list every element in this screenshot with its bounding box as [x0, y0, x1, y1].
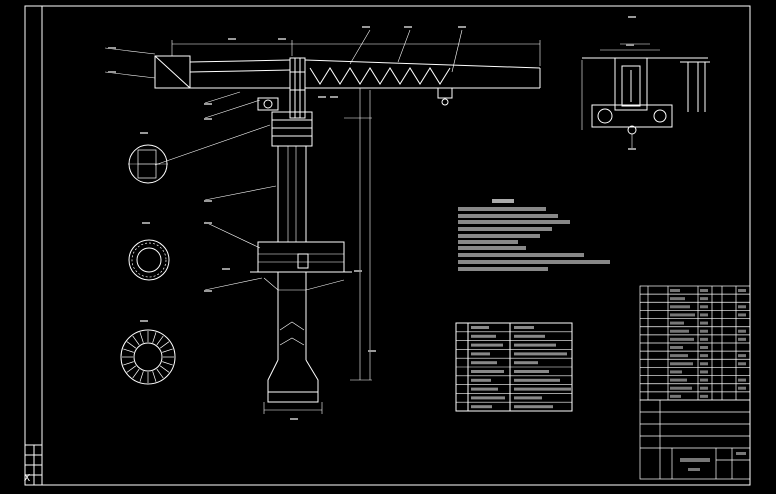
ring-section-view	[128, 239, 170, 281]
trolley-detail-view	[581, 43, 710, 150]
parameter-table	[455, 322, 573, 412]
dimension-labels	[108, 16, 636, 420]
base-section-view	[120, 329, 176, 385]
slewing-detail-view	[128, 144, 168, 184]
parts-list-table	[639, 285, 751, 401]
technical-notes-block	[458, 199, 610, 271]
ucs-icon: X	[24, 474, 30, 484]
ucs-icon-label: X	[24, 473, 31, 484]
title-block	[639, 399, 751, 480]
crane-elevation-view	[104, 29, 541, 414]
drawing-border	[24, 5, 751, 486]
